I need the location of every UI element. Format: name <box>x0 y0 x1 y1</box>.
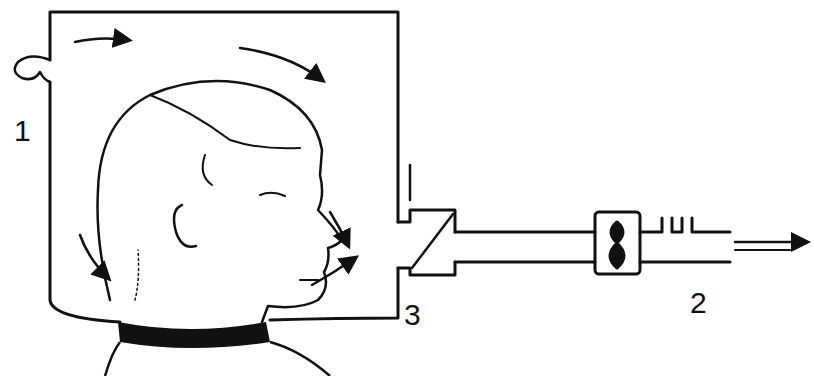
flow-arrow <box>75 38 128 42</box>
callout-number: 3 <box>404 300 421 330</box>
flow-arrow <box>312 258 355 285</box>
flow-arrow <box>240 48 322 80</box>
flow-arrow <box>80 235 108 278</box>
fan-housing <box>595 212 640 274</box>
hood-wall <box>270 268 398 320</box>
fan-rotor <box>610 222 624 268</box>
hood-wall <box>50 82 120 322</box>
inlet <box>15 56 50 82</box>
callout-number: 2 <box>690 288 707 318</box>
hood-wall <box>50 12 398 222</box>
valve <box>412 214 453 268</box>
ear <box>174 205 196 247</box>
collar <box>118 322 270 348</box>
flow-arrow <box>330 212 348 245</box>
flow-arrow <box>735 241 806 244</box>
head-profile <box>98 81 343 322</box>
callout-number: 1 <box>14 116 31 146</box>
